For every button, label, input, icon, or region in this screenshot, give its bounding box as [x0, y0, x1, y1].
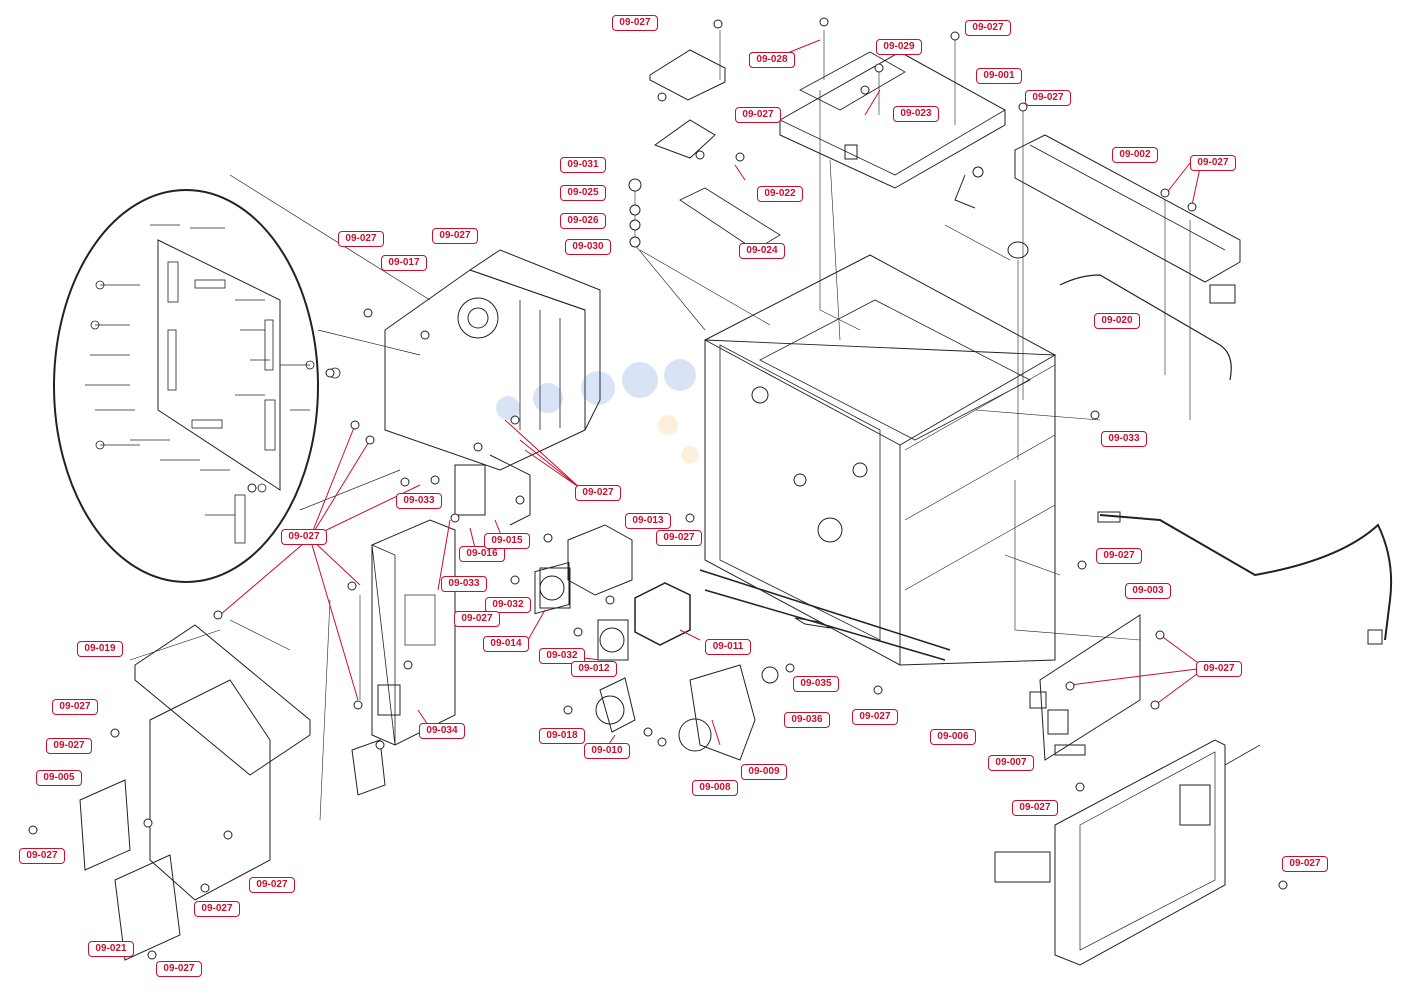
right-rail-bracket [1007, 134, 1241, 381]
fan-assembly [534, 524, 691, 661]
interface-board [1029, 614, 1141, 761]
controller-card [994, 739, 1261, 966]
left-side-panels [79, 624, 386, 961]
pcb-detail-ellipse [53, 189, 341, 583]
top-cover [779, 51, 1006, 189]
power-supply-unit [371, 519, 456, 746]
small-board [653, 119, 716, 159]
flat-cable [1099, 514, 1393, 641]
main-chassis-frame [699, 254, 1057, 666]
top-bracket [649, 49, 726, 101]
watermark [496, 359, 696, 420]
drive-board-assembly [384, 249, 601, 526]
motor-assemblies [595, 664, 779, 761]
